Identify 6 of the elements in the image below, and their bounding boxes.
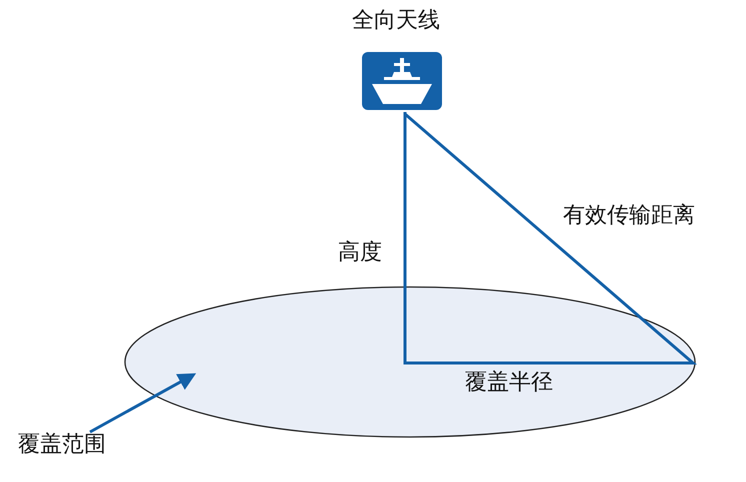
dimension-label: 高度 [338, 240, 382, 266]
antenna-heading: 全向天线 [352, 8, 440, 34]
dimension-label: 有效传输距离 [563, 203, 695, 229]
text-label: 覆盖范围 [18, 432, 106, 458]
dimension-label: 覆盖半径 [465, 370, 553, 396]
arrow [89, 373, 196, 434]
